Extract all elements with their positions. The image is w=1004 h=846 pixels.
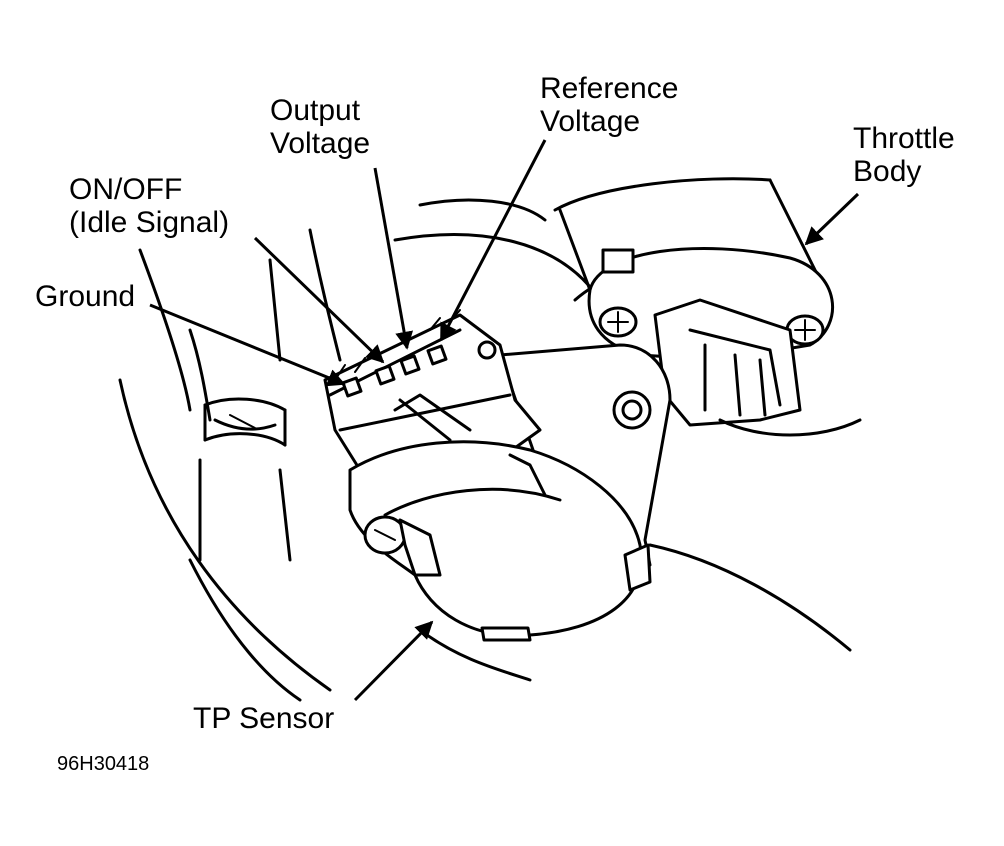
label-output-voltage-line1: Output — [270, 94, 361, 127]
leader-ground — [149, 303, 346, 387]
label-reference-voltage: Reference Voltage — [540, 72, 678, 138]
tp-sensor-body — [323, 309, 672, 642]
throttle-body — [558, 178, 862, 437]
label-output-voltage-line2: Voltage — [270, 127, 371, 160]
label-throttle-body-line2: Body — [853, 155, 922, 188]
leader-on-off — [253, 236, 385, 364]
label-on-off: ON/OFF (Idle Signal) — [69, 173, 229, 239]
label-output-voltage: Output Voltage — [270, 94, 370, 160]
label-throttle-body-line1: Throttle — [853, 122, 955, 155]
leader-tp-sensor — [353, 620, 434, 702]
figure-code: 96H30418 — [57, 753, 150, 775]
label-on-off-line1: ON/OFF — [69, 173, 183, 206]
leader-lines — [149, 139, 860, 702]
leader-output-voltage — [373, 167, 414, 350]
label-reference-voltage-line2: Voltage — [540, 105, 641, 138]
leader-throttle-body — [804, 192, 860, 246]
label-on-off-line2: (Idle Signal) — [69, 206, 230, 239]
leader-reference-voltage — [439, 139, 547, 342]
label-ground: Ground — [35, 280, 136, 313]
label-tp-sensor: TP Sensor — [193, 702, 335, 735]
label-throttle-body: Throttle Body — [853, 122, 955, 188]
label-reference-voltage-line1: Reference — [540, 72, 679, 105]
